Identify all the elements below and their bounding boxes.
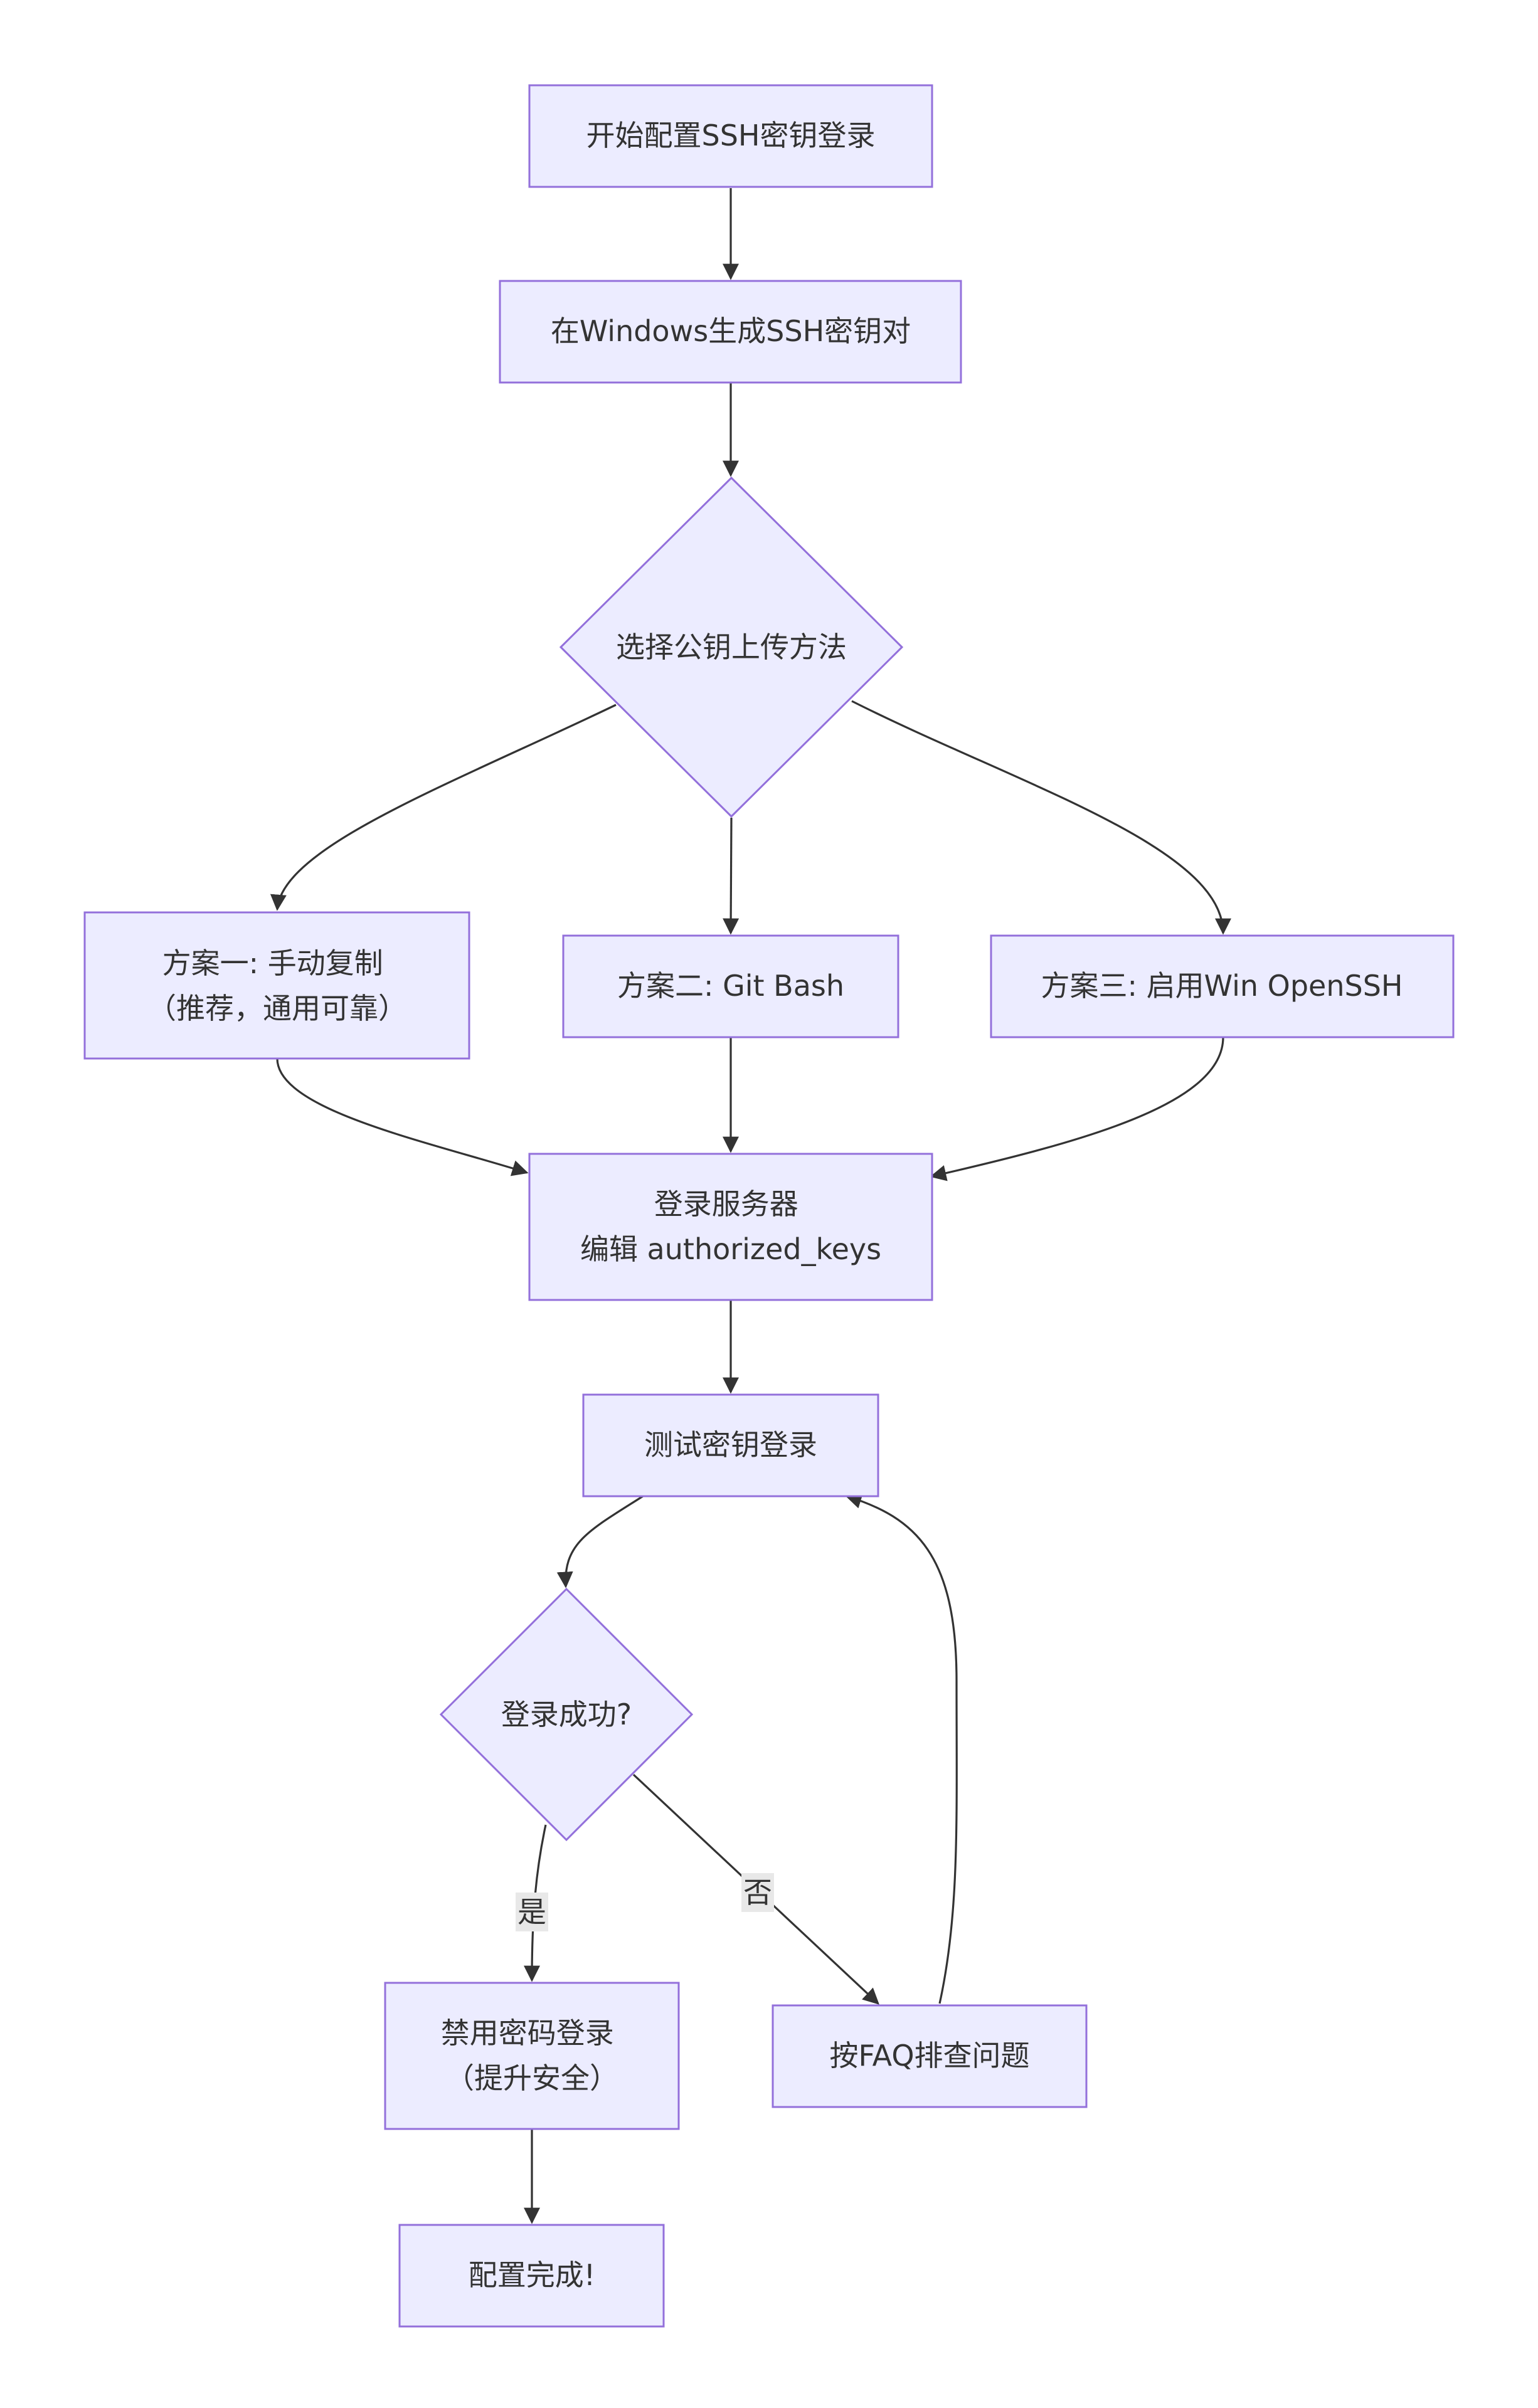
node-test-login: 测试密钥登录	[582, 1393, 879, 1497]
node-start: 开始配置SSH密钥登录	[528, 84, 933, 188]
node-gen-keys-label: 在Windows生成SSH密钥对	[551, 314, 911, 348]
node-faq-label: 按FAQ排查问题	[829, 2039, 1029, 2073]
node-edit-keys: 登录服务器 编辑 authorized_keys	[528, 1153, 933, 1301]
edge-label-no: 否	[741, 1873, 774, 1912]
edge-choose-to-openssh	[851, 700, 1231, 935]
edge-label-no-text: 否	[743, 1876, 772, 1909]
edge-manual-to-edit	[276, 1058, 529, 1176]
node-faq: 按FAQ排查问题	[772, 2004, 1088, 2108]
edge-test-to-success	[556, 1495, 644, 1588]
node-gen-keys: 在Windows生成SSH密钥对	[499, 280, 962, 384]
edge-openssh-to-edit	[930, 1037, 1224, 1181]
node-disable-password: 禁用密码登录 （提升安全）	[384, 1982, 680, 2130]
node-option-manual-label: 方案一: 手动复制 （推荐，通用可靠）	[147, 946, 407, 1025]
edge-choose-to-manual	[270, 704, 617, 911]
node-choose-method: 选择公钥上传方法	[559, 476, 904, 818]
node-option-gitbash-label: 方案二: Git Bash	[617, 969, 844, 1003]
node-option-manual: 方案一: 手动复制 （推荐，通用可靠）	[83, 911, 470, 1060]
node-option-openssh: 方案三: 启用Win OpenSSH	[990, 934, 1455, 1038]
edges	[270, 188, 1231, 2224]
edge-label-yes: 是	[516, 1893, 548, 1931]
node-test-login-label: 测试密钥登录	[644, 1428, 817, 1462]
node-done: 配置完成!	[398, 2224, 665, 2328]
node-login-success-label: 登录成功?	[501, 1698, 632, 1731]
node-option-openssh-label: 方案三: 启用Win OpenSSH	[1041, 969, 1403, 1003]
node-login-success: 登录成功?	[439, 1587, 694, 1842]
node-disable-password-label: 禁用密码登录 （提升安全）	[441, 2016, 623, 2095]
edge-label-yes-text: 是	[517, 1895, 546, 1929]
node-option-gitbash: 方案二: Git Bash	[562, 934, 899, 1038]
node-done-label: 配置完成!	[469, 2258, 595, 2292]
edge-faq-to-test	[845, 1492, 958, 2004]
node-start-label: 开始配置SSH密钥登录	[586, 119, 876, 152]
node-choose-method-label: 选择公钥上传方法	[616, 630, 847, 664]
node-edit-keys-label: 登录服务器 编辑 authorized_keys	[580, 1187, 881, 1266]
